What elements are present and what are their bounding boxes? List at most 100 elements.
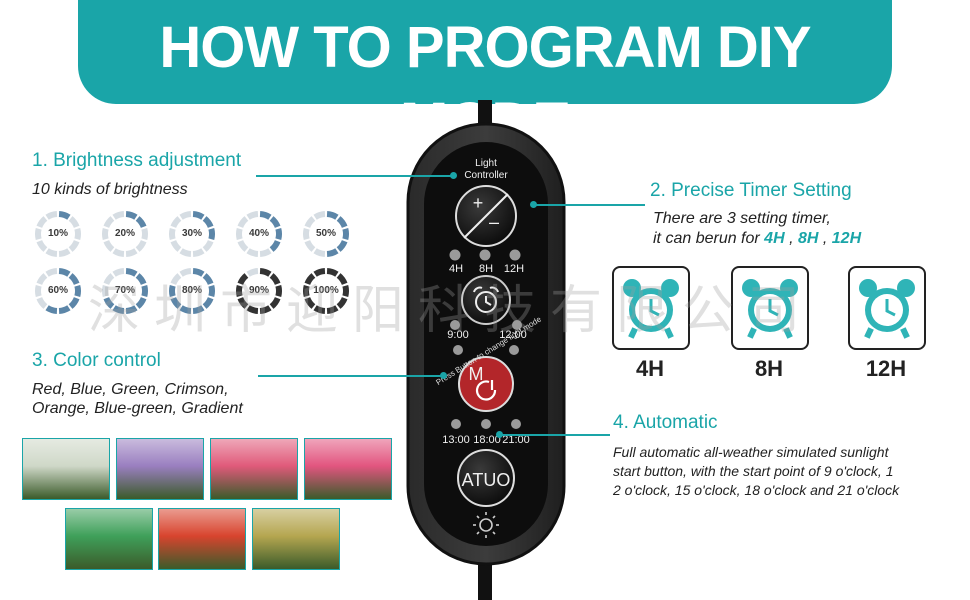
color-control-line2: Orange, Blue-green, Gradient — [32, 400, 243, 417]
timer-option-4h: 4H — [764, 230, 785, 247]
ring-segment — [269, 239, 281, 252]
ring-segment — [326, 248, 339, 257]
brightness-level-label: 70% — [114, 285, 135, 296]
ring-segment — [35, 285, 42, 297]
timer-box-4h — [612, 266, 690, 350]
ring-segment — [208, 285, 215, 297]
ring-segment — [169, 228, 176, 240]
ring-segment — [179, 305, 192, 314]
automatic-line3: 2 o'clock, 15 o'clock, 18 o'clock and 21… — [613, 482, 900, 498]
power-icon — [475, 380, 497, 401]
callout-timer — [535, 204, 645, 206]
ring-segment — [102, 228, 109, 240]
ring-segment — [342, 228, 349, 240]
ring-segment — [202, 296, 214, 309]
ring-segment — [269, 273, 281, 286]
plus-label: + — [472, 193, 484, 213]
timer-box-label: 4H — [635, 356, 665, 381]
ring-segment — [169, 285, 176, 297]
ring-segment — [36, 273, 48, 286]
ring-segment — [313, 211, 326, 220]
ring-segment — [112, 211, 125, 220]
automatic-title: 4. Automatic — [613, 412, 718, 433]
color-photo-7 — [252, 508, 340, 570]
brightness-subtitle: 10 kinds of brightness — [32, 181, 188, 198]
ring-segment — [68, 239, 80, 252]
timer-box-label: 12H — [865, 356, 907, 381]
callout-color — [258, 375, 444, 377]
callout-color-dot — [440, 372, 447, 379]
ring-segment — [237, 296, 249, 309]
brightness-level-10: 100% — [302, 267, 350, 315]
ring-segment — [68, 273, 80, 286]
page-title: HOW TO PROGRAM DIY MODE — [159, 15, 811, 156]
ring-segment — [259, 248, 272, 257]
ring-segment — [45, 248, 58, 257]
ring-segment — [170, 296, 182, 309]
ring-segment — [112, 305, 125, 314]
alarm-clock-icon — [859, 279, 915, 339]
ring-segment — [125, 248, 138, 257]
ring-segment — [36, 216, 48, 229]
ring-segment — [125, 305, 138, 314]
brightness-level-5: 50% — [302, 210, 350, 258]
ring-segment — [192, 248, 205, 257]
color-photo-4 — [304, 438, 392, 500]
ring-segment — [246, 211, 259, 220]
ring-segment — [58, 248, 71, 257]
ring-segment — [192, 305, 205, 314]
ring-segment — [259, 211, 272, 220]
color-control-line1: Red, Blue, Green, Crimson, — [32, 381, 229, 398]
brightness-level-8: 80% — [168, 267, 216, 315]
automatic-line1: Full automatic all-weather simulated sun… — [613, 444, 889, 460]
ring-segment — [275, 285, 282, 297]
ring-segment — [74, 285, 81, 297]
ring-segment — [179, 268, 192, 277]
controller-schedule-label: 13:00 — [442, 434, 470, 446]
ring-segment — [236, 228, 243, 240]
ring-segment — [313, 248, 326, 257]
brightness-level-label: 50% — [315, 228, 336, 239]
ring-segment — [269, 216, 281, 229]
ring-segment — [237, 273, 249, 286]
brightness-title: 1. Brightness adjustment — [32, 150, 242, 171]
alarm-clock-icon — [623, 279, 679, 339]
ring-segment — [259, 268, 272, 277]
mode-button[interactable] — [458, 356, 514, 412]
color-control-title: 3. Color control — [32, 350, 161, 371]
controller-schedule-label: 18:00 — [473, 434, 501, 446]
ring-segment — [179, 211, 192, 220]
ring-segment — [326, 268, 339, 277]
brightness-level-2: 20% — [101, 210, 149, 258]
brightness-level-1: 10% — [34, 210, 82, 258]
ring-segment — [125, 268, 138, 277]
ring-segment — [141, 228, 148, 240]
ring-segment — [45, 305, 58, 314]
brightness-level-9: 90% — [235, 267, 283, 315]
ring-segment — [202, 273, 214, 286]
brightness-level-label: 60% — [47, 285, 68, 296]
alarm-clock-icon — [742, 279, 798, 339]
ring-segment — [103, 216, 115, 229]
brightness-level-label: 10% — [47, 228, 68, 239]
ring-segment — [202, 216, 214, 229]
ring-segment — [208, 228, 215, 240]
controller-timer-label: 8H — [478, 263, 494, 275]
ring-segment — [135, 296, 147, 309]
auto-button[interactable] — [457, 449, 515, 507]
sun-icon — [473, 512, 499, 538]
color-photo-1 — [22, 438, 110, 500]
callout-automatic-dot — [496, 431, 503, 438]
ring-segment — [336, 273, 348, 286]
ring-segment — [170, 216, 182, 229]
callout-brightness — [256, 175, 456, 177]
ring-segment — [68, 296, 80, 309]
brightness-level-label: 30% — [181, 228, 202, 239]
light-controller — [406, 100, 566, 600]
brightness-level-3: 30% — [168, 210, 216, 258]
ring-segment — [192, 268, 205, 277]
ring-segment — [36, 296, 48, 309]
callout-automatic — [500, 434, 610, 436]
ring-segment — [179, 248, 192, 257]
ring-segment — [303, 228, 310, 240]
